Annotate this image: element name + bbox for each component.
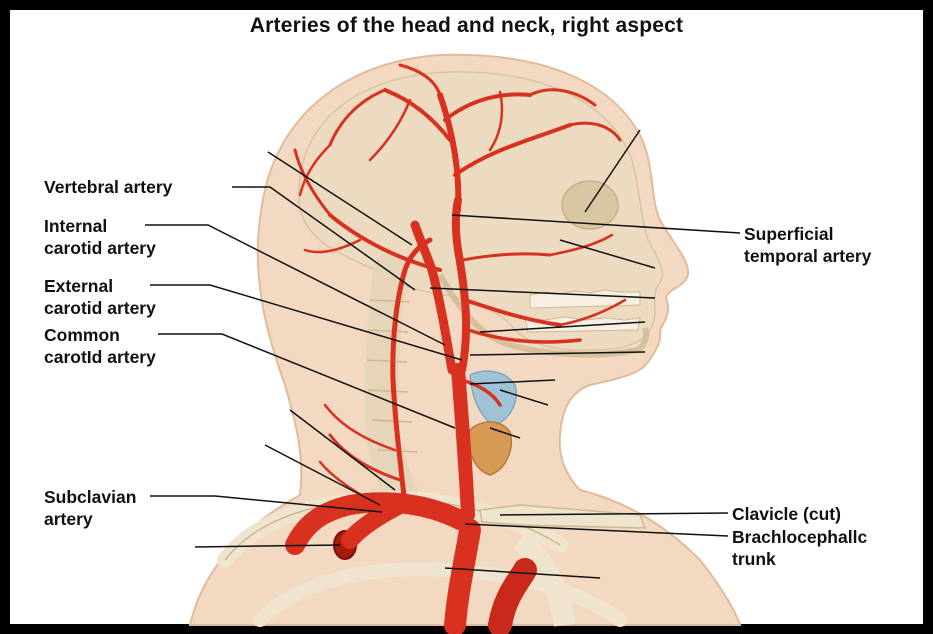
label-external-carotid-line2: carotid artery: [44, 297, 156, 319]
label-internal-carotid-line2: carotid artery: [44, 237, 156, 259]
label-common-carotid-line2: carotId artery: [44, 346, 156, 368]
label-subclavian-line1: Subclavian: [44, 486, 136, 508]
label-brachiocephalic-line1: Brachlocephallc: [732, 526, 867, 548]
figure-title: Arteries of the head and neck, right asp…: [0, 14, 933, 38]
label-internal-carotid-line1: Internal: [44, 215, 107, 237]
label-superficial-temporal-line2: temporal artery: [744, 245, 871, 267]
label-common-carotid-line1: Common: [44, 324, 120, 346]
label-clavicle: Clavicle (cut): [732, 503, 841, 525]
label-brachiocephalic-line2: trunk: [732, 548, 776, 570]
label-external-carotid-line1: External: [44, 275, 113, 297]
label-superficial-temporal-line1: Superficial: [744, 223, 833, 245]
label-subclavian-line2: artery: [44, 508, 93, 530]
label-vertebral-artery: Vertebral artery: [44, 176, 172, 198]
